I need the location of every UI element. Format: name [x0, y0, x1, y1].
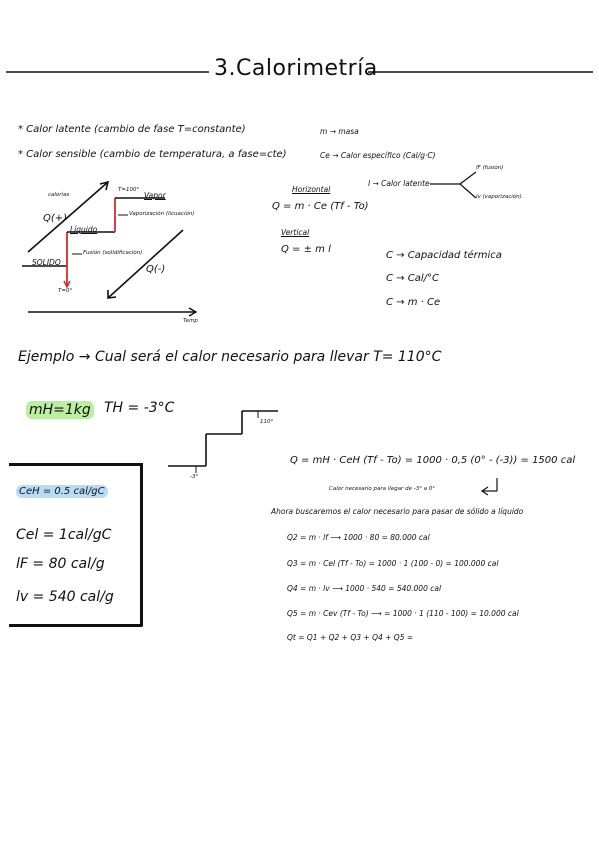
example-initial-temp: TH = -3°C	[104, 400, 175, 416]
graph-solido-label: SOLIDO	[32, 258, 61, 267]
step-bottom-temp: -3°	[190, 474, 199, 480]
vaporization-heat-label: lv (vaporización)	[476, 194, 522, 200]
sensible-heat-formula: Q = m · Ce (Tf - To)	[272, 201, 369, 212]
fusion-latent-heat: lF = 80 cal/g	[16, 556, 105, 572]
graph-calorias-label: calorías	[48, 192, 70, 198]
sensible-heat-definition: * Calor sensible (cambio de temperatura,…	[18, 149, 287, 160]
graph-t100-label: T=100°	[118, 187, 140, 193]
q2-calculation: Q2 = m · lf ⟶ 1000 · 80 = 80.000 cal	[287, 533, 430, 542]
q5-calculation: Q5 = m · Cev (Tf - To) ⟶ = 1000 · 1 (110…	[287, 609, 519, 618]
q4-calculation: Q4 = m · lv ⟶ 1000 · 540 = 540.000 cal	[287, 584, 442, 593]
graph-q-plus-label: Q(+)	[43, 213, 68, 224]
graph-vaporizacion-label: Vaporización (licuación)	[129, 211, 195, 217]
graph-q-minus-label: Q(-)	[146, 264, 166, 275]
q1-calculation: Q = mH · CeH (Tf - To) = 1000 · 0,5 (0° …	[290, 455, 576, 466]
phase-change-note: Ahora buscaremos el calor necesario para…	[271, 507, 524, 516]
graph-fusion-label: Fusión (solidificación)	[83, 250, 143, 256]
mass-definition: m → masa	[320, 127, 359, 136]
horizontal-label: Horizontal	[292, 185, 331, 194]
q3-calculation: Q3 = m · Cel (Tf - To) = 1000 · 1 (100 -…	[287, 559, 499, 568]
vertical-label: Vertical	[281, 228, 310, 237]
given-data-box	[9, 463, 143, 627]
total-heat-calculation: Qt = Q1 + Q2 + Q3 + Q4 + Q5 =	[287, 633, 414, 642]
q1-note: Calor necesario para llegar de -3° a 0°	[329, 486, 436, 492]
graph-liquido-label: Líquido	[70, 225, 98, 234]
specific-heat-definition: Ce → Calor específico (Cal/g·C)	[320, 151, 436, 160]
example-heading: Ejemplo → Cual será el calor necesario p…	[18, 349, 442, 365]
vaporization-latent-heat: lv = 540 cal/g	[16, 589, 114, 605]
heat-capacity-units: C → Cal/°C	[386, 273, 439, 284]
latent-heat-definition: * Calor latente (cambio de fase T=consta…	[18, 124, 246, 135]
latent-heat-symbol: l → Calor latente	[368, 179, 430, 188]
example-mass: mH=1kg	[26, 401, 94, 419]
liquid-specific-heat: Cel = 1cal/gC	[16, 527, 112, 543]
heat-capacity-formula: C → m · Ce	[386, 297, 441, 308]
graph-temp-axis-label: Temp	[183, 318, 198, 324]
graph-vapor-label: Vapor	[144, 191, 166, 200]
step-top-temp: 110°	[260, 419, 274, 425]
ice-specific-heat: CeH = 0.5 cal/gC	[16, 485, 108, 498]
page-title: 3.Calorimetría	[214, 56, 378, 81]
graph-t0-label: T=0°	[58, 288, 73, 294]
latent-heat-formula: Q = ± m l	[281, 244, 331, 255]
fusion-heat-label: lF (fusión)	[476, 165, 504, 171]
heat-capacity-definition: C → Capacidad térmica	[386, 250, 502, 261]
